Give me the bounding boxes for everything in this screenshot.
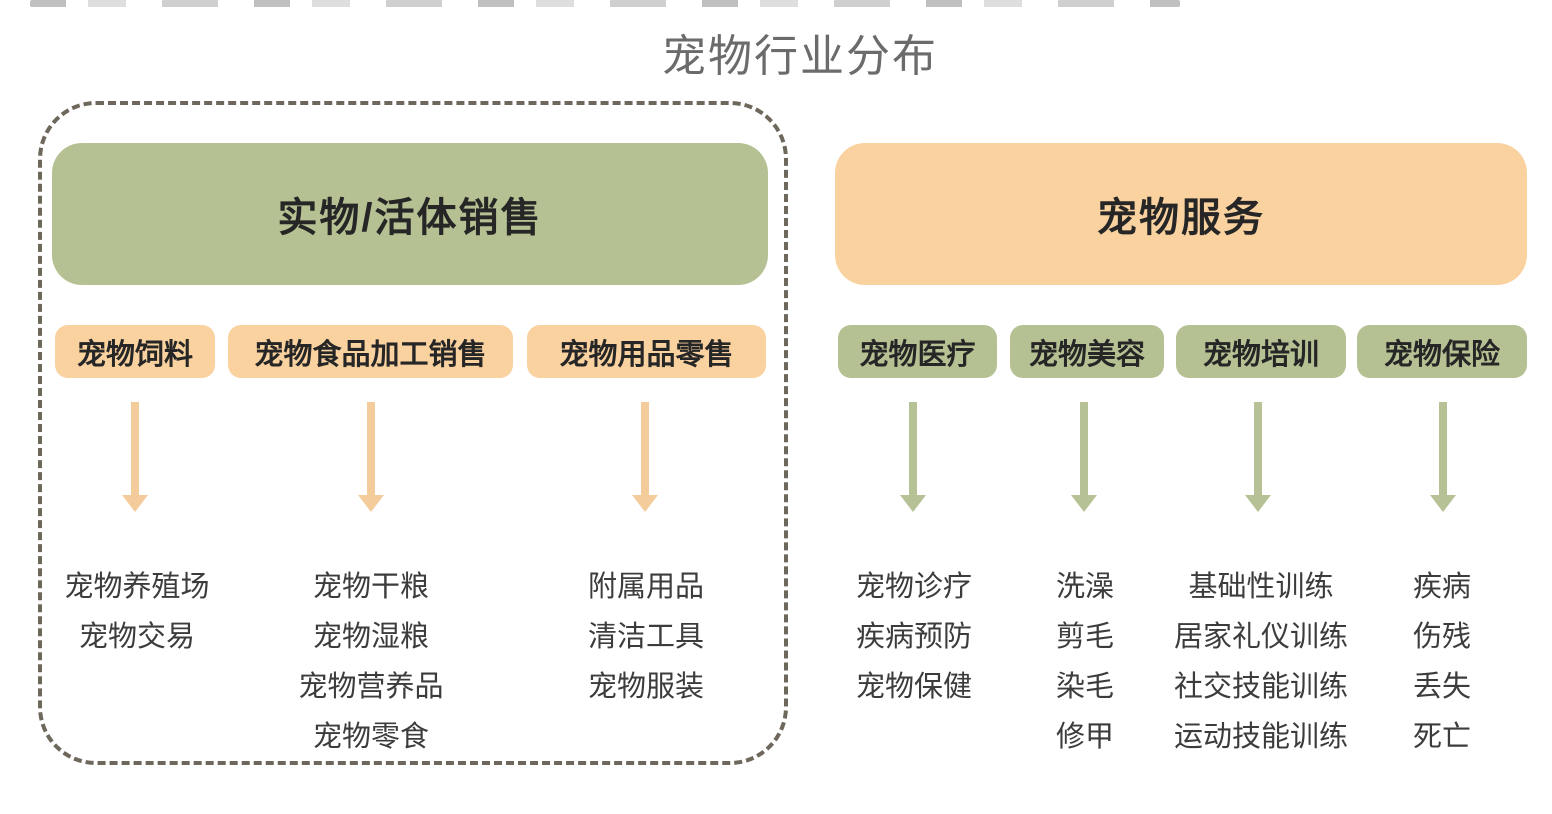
list-item: 剪毛 (1055, 621, 1114, 653)
list-item: 宠物干粮 (312, 571, 429, 603)
pet-supplies-item-list: 附属用品 清洁工具 宠物服装 (546, 562, 746, 712)
list-item: 宠物养殖场 (64, 571, 210, 603)
down-arrow-icon (1071, 402, 1097, 514)
pet-insurance-item-list: 疾病 伤残 丢失 死亡 (1372, 562, 1512, 762)
branch-pet-supplies-retail: 宠物用品零售 (527, 325, 766, 378)
branch-pet-medical: 宠物医疗 (838, 325, 997, 378)
list-item: 宠物诊疗 (855, 571, 972, 603)
down-arrow-icon (900, 402, 926, 514)
list-item: 伤残 (1412, 621, 1471, 653)
cropped-text-fragments (30, 0, 1180, 7)
list-item: 宠物零食 (312, 721, 429, 753)
pet-medical-item-list: 宠物诊疗 疾病预防 宠物保健 (814, 562, 1014, 712)
list-item: 宠物保健 (855, 671, 972, 703)
down-arrow-icon (1430, 402, 1456, 514)
down-arrow-icon (632, 402, 658, 514)
left-section-header: 实物/活体销售 (52, 143, 768, 285)
branch-pet-insurance: 宠物保险 (1357, 325, 1527, 378)
pet-feed-item-list: 宠物养殖场 宠物交易 (37, 562, 237, 662)
page-title: 宠物行业分布 (662, 32, 938, 81)
list-item: 死亡 (1412, 721, 1471, 753)
pet-training-item-list: 基础性训练 居家礼仪训练 社交技能训练 运动技能训练 (1131, 562, 1391, 762)
down-arrow-icon (122, 402, 148, 514)
branch-pet-grooming: 宠物美容 (1010, 325, 1164, 378)
list-item: 宠物营养品 (298, 671, 444, 703)
list-item: 宠物湿粮 (312, 621, 429, 653)
list-item: 清洁工具 (587, 621, 704, 653)
list-item: 宠物服装 (587, 671, 704, 703)
pet-grooming-item-list: 洗澡 剪毛 染毛 修甲 (1015, 562, 1155, 762)
list-item: 附属用品 (587, 571, 704, 603)
list-item: 洗澡 (1055, 571, 1114, 603)
list-item: 社交技能训练 (1173, 671, 1348, 703)
down-arrow-icon (358, 402, 384, 514)
right-section-header: 宠物服务 (835, 143, 1527, 285)
list-item: 运动技能训练 (1173, 721, 1348, 753)
pet-food-item-list: 宠物干粮 宠物湿粮 宠物营养品 宠物零食 (251, 562, 491, 762)
list-item: 染毛 (1055, 671, 1114, 703)
branch-pet-food-processing-sales: 宠物食品加工销售 (228, 325, 513, 378)
left-section-outline (38, 101, 788, 765)
list-item: 修甲 (1055, 721, 1114, 753)
branch-pet-feed: 宠物饲料 (55, 325, 215, 378)
list-item: 居家礼仪训练 (1173, 621, 1348, 653)
list-item: 基础性训练 (1188, 571, 1334, 603)
list-item: 宠物交易 (78, 621, 195, 653)
branch-pet-training: 宠物培训 (1176, 325, 1346, 378)
list-item: 疾病 (1412, 571, 1471, 603)
down-arrow-icon (1245, 402, 1271, 514)
list-item: 疾病预防 (855, 621, 972, 653)
list-item: 丢失 (1412, 671, 1471, 703)
